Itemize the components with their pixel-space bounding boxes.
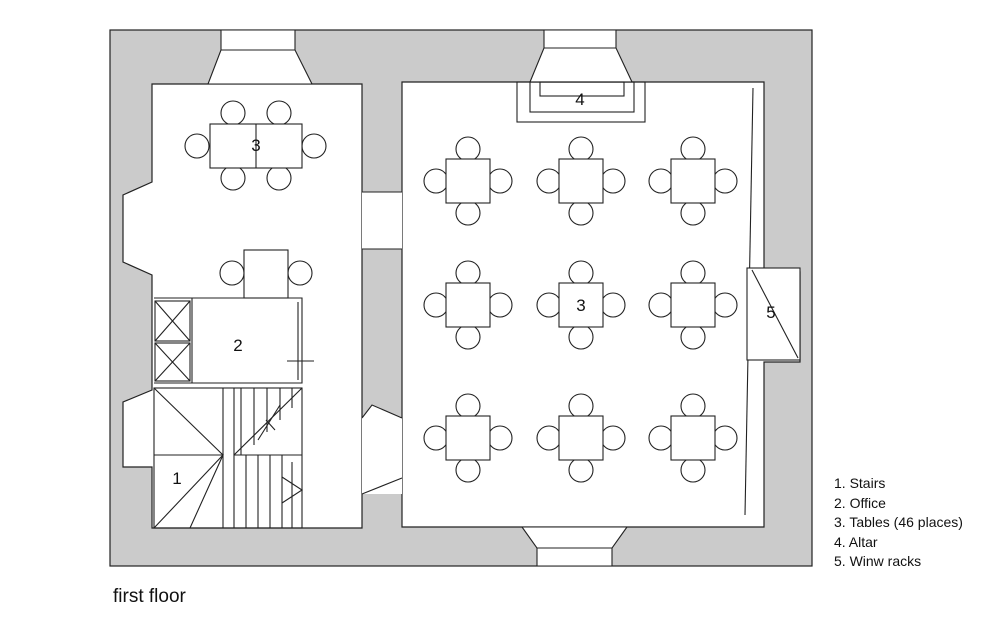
table-top [558, 415, 604, 461]
label-tables-main: 3 [576, 296, 585, 315]
square-table [536, 393, 626, 483]
label-altar: 4 [575, 90, 584, 109]
table-top [558, 282, 604, 328]
table-top [670, 158, 716, 204]
passage-lower [362, 405, 402, 494]
square-table [648, 393, 738, 483]
hall-tables [423, 136, 738, 483]
floor-caption: first floor [113, 586, 186, 607]
label-office: 2 [233, 336, 242, 355]
square-table [423, 136, 513, 226]
square-table [423, 260, 513, 350]
left-small-table [219, 249, 313, 299]
table-top [445, 158, 491, 204]
left-long-table [184, 100, 327, 191]
office [154, 297, 314, 384]
stairs [153, 387, 304, 529]
legend: 1. Stairs 2. Office 3. Tables (46 places… [834, 474, 963, 572]
altar [516, 81, 646, 123]
legend-item: 4. Altar [834, 533, 878, 550]
table-top [670, 415, 716, 461]
table-top [670, 282, 716, 328]
legend-item: 1. Stairs [834, 475, 886, 491]
table-top [445, 415, 491, 461]
legend-item: 5. Winw racks [834, 553, 922, 569]
legend-item: 3. Tables (46 places) [834, 514, 963, 530]
window-bottom [520, 526, 629, 567]
square-table [536, 260, 626, 350]
legend-item: 2. Office [834, 494, 886, 511]
table-top [445, 282, 491, 328]
square-table [648, 136, 738, 226]
table-top [558, 158, 604, 204]
square-table [648, 260, 738, 350]
square-table [423, 393, 513, 483]
label-racks: 5 [766, 303, 775, 322]
wine-rack [746, 267, 801, 361]
label-stairs: 1 [172, 469, 181, 488]
square-table [536, 136, 626, 226]
passage-upper [362, 192, 402, 249]
label-tables-left: 3 [251, 136, 260, 155]
